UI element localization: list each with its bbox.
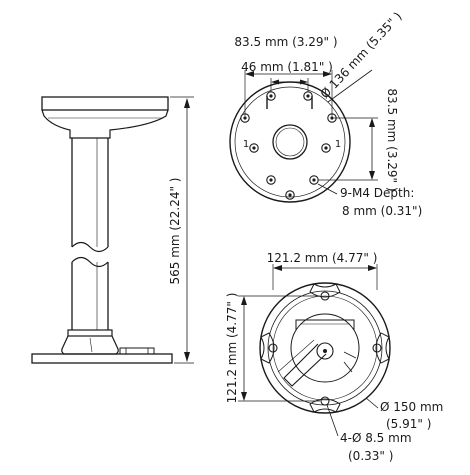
side-height-label: 565 mm (22.24" ) — [168, 178, 182, 285]
lug-right — [375, 332, 390, 364]
lug-hole — [268, 343, 278, 353]
lug-left — [260, 332, 275, 364]
arrow-down — [369, 171, 375, 180]
center-hole — [272, 124, 308, 160]
arrow-up — [184, 98, 190, 108]
diameter-leader — [327, 69, 373, 103]
screw-leader — [317, 183, 338, 195]
screw-hole-center — [288, 193, 292, 197]
screw-hole — [266, 175, 276, 185]
channel-top — [295, 319, 355, 330]
arrow-left — [271, 79, 279, 85]
arrow-down — [241, 392, 247, 401]
screw-holes — [240, 91, 337, 200]
hole-label-line1: 4-Ø 8.5 mm — [340, 431, 412, 445]
top-outer-width-label: 83.5 mm (3.29" ) — [234, 35, 337, 49]
lug-hole — [320, 291, 330, 301]
mounting-lugs — [260, 283, 390, 413]
bottom-height-label: 121.2 mm (4.77" ) — [225, 293, 239, 404]
screw-hole-center — [306, 94, 310, 98]
screw-hole — [321, 143, 331, 153]
lug-hole — [320, 396, 330, 406]
bottom-view: 121.2 mm (4.77" ) 121.2 mm (4.77" ) Ø 15… — [225, 251, 443, 463]
bottom-ring-2 — [272, 295, 378, 401]
arrow-left — [273, 265, 282, 271]
side-view: 565 mm (22.24" ) — [31, 96, 194, 364]
screw-hole-center — [269, 94, 273, 98]
bottom-inner-circle — [290, 313, 360, 383]
lug-hole — [372, 343, 382, 353]
top-flange — [41, 109, 169, 139]
bottom-diameter-line2: (5.91" ) — [386, 417, 431, 431]
base-collar — [67, 329, 113, 337]
arrow-right — [323, 71, 332, 77]
break-mark-bottom — [71, 256, 109, 268]
diameter-leader — [365, 397, 379, 409]
bottom-ring-1 — [267, 290, 383, 406]
top-inner-width-label: 46 mm (1.81" ) — [241, 60, 333, 74]
arrow-right — [300, 79, 308, 85]
top-plate — [41, 96, 169, 111]
top-diameter-label: Ø 136 mm (5.35" ) — [318, 9, 405, 101]
screw-label-line1: 9-M4 Depth: — [340, 186, 414, 200]
screw-hole-center — [269, 178, 273, 182]
center-hole-inner — [275, 127, 305, 157]
screw-hole-center — [312, 178, 316, 182]
base-plate — [31, 353, 173, 364]
screw-label-line2: 8 mm (0.31") — [342, 204, 422, 218]
screw-hole-center — [330, 116, 334, 120]
bottom-width-label: 121.2 mm (4.77" ) — [267, 251, 378, 265]
top-height-label: 83.5 mm (3.29" ) — [385, 88, 399, 191]
screw-hole — [285, 190, 295, 200]
cable-hole — [316, 342, 334, 360]
arrow-up — [241, 296, 247, 305]
mark-left: 1 — [243, 139, 249, 150]
screw-hole-center — [243, 116, 247, 120]
base-detail — [89, 337, 93, 353]
bottom-outer-circle — [259, 282, 391, 414]
arrow-right — [368, 265, 377, 271]
rib-detail — [343, 351, 357, 373]
hole-label-line2: (0.33" ) — [348, 449, 393, 463]
screw-hole — [249, 143, 259, 153]
arrow-left — [245, 71, 254, 77]
mark-right: 1 — [335, 139, 341, 150]
cable-channel — [283, 343, 327, 387]
top-inner-circle — [234, 86, 346, 198]
base-tab — [119, 347, 155, 355]
cable-channel-edge — [277, 339, 315, 373]
lug-bottom — [309, 398, 341, 413]
hole-leader — [326, 404, 339, 437]
arrow-down — [184, 352, 190, 362]
screw-hole-center — [252, 146, 256, 150]
bottom-diameter-line1: Ø 150 mm — [380, 400, 443, 414]
lug-top — [309, 283, 341, 298]
screw-hole-center — [324, 146, 328, 150]
arrow-up — [369, 118, 375, 127]
cable-hole-center — [323, 349, 327, 353]
break-mark-top — [71, 241, 109, 253]
top-view: 1 1 83.5 mm (3.29" ) 46 mm (1.81" ) Ø 13… — [229, 9, 422, 218]
